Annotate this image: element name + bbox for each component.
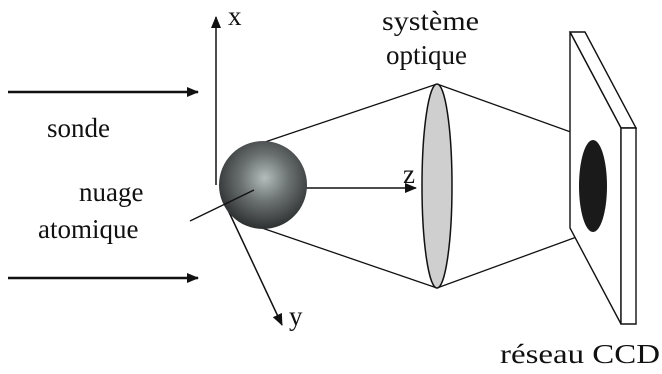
optical-system-label-line2: optique [386,40,467,70]
cone-line-lower-2 [436,230,594,289]
z-axis-label: z [403,159,415,189]
cone-line-upper-1 [261,83,438,144]
y-axis-arrow [227,209,283,326]
optical-system-label-line1: système [382,6,479,36]
cone-line-lower-1 [261,227,438,289]
cloud-label-line1: nuage [79,177,143,207]
ccd-image-spot [579,140,607,232]
cloud-label-line2: atomique [38,214,138,244]
optical-lens [421,83,453,289]
x-axis-label: x [228,1,242,31]
atomic-cloud-sphere [219,141,307,229]
ccd-array-label: réseau CCD [500,339,660,369]
cloud-label-pointer [189,189,255,222]
cone-line-upper-2 [436,83,594,141]
y-axis-label: y [289,301,303,331]
ccd-plate-side [620,127,637,325]
probe-label: sonde [47,113,110,143]
